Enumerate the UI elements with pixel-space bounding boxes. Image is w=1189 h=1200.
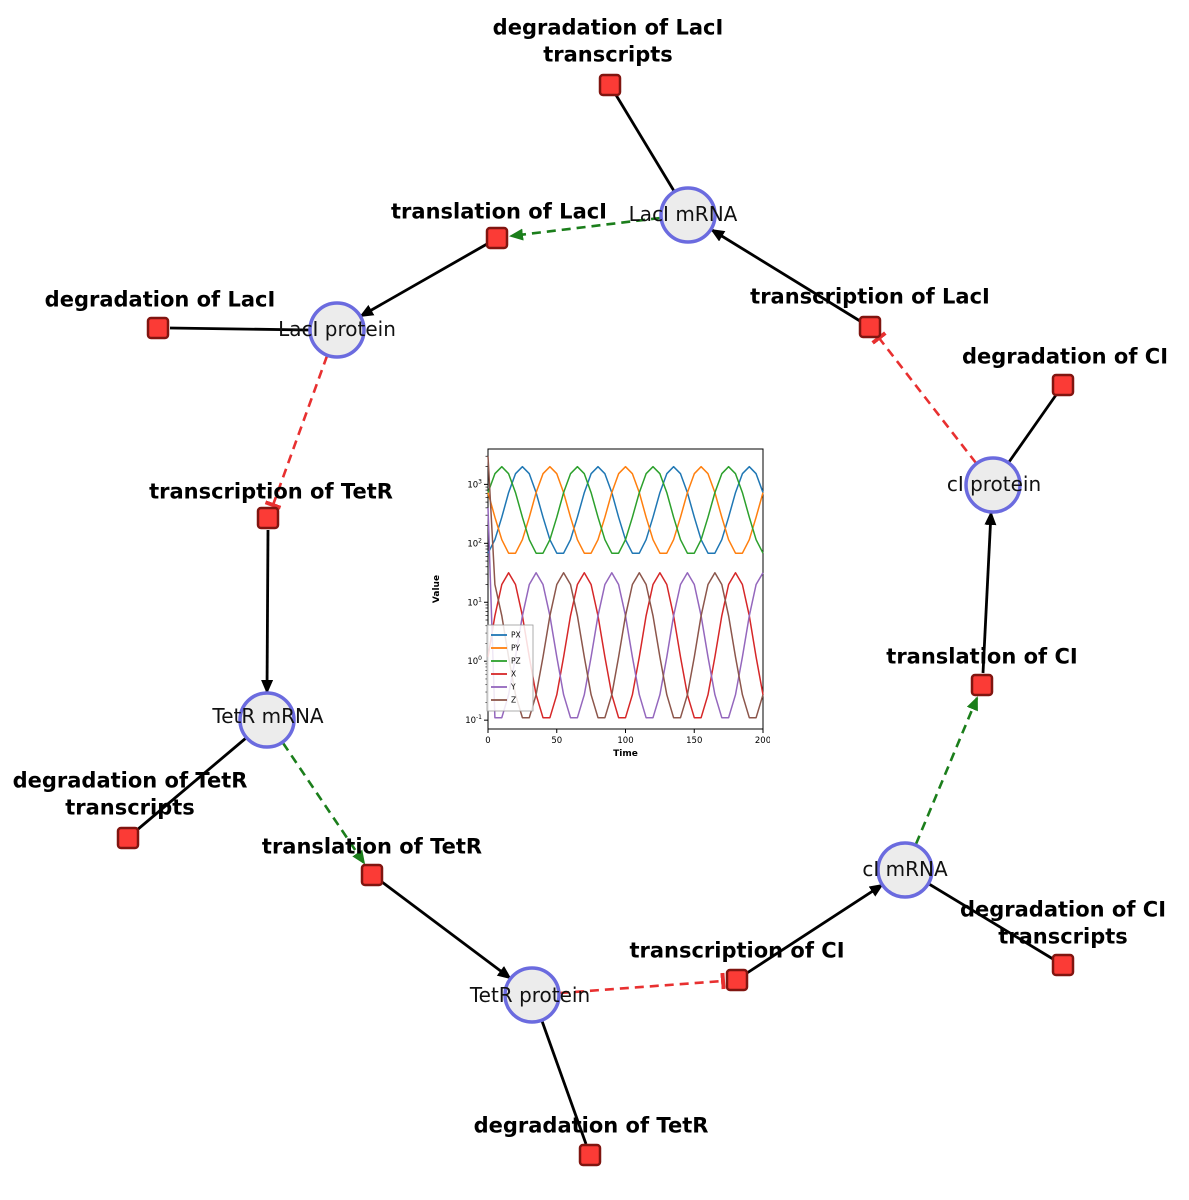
species-node-laci-mrna[interactable] <box>659 186 717 244</box>
label-line-2: transcripts <box>998 925 1128 949</box>
edge-tetr-mrna-catalyzes-translation <box>281 742 366 865</box>
reaction-node-transcription-laci[interactable] <box>858 315 882 339</box>
reaction-label-deg-ci-transcripts: degradation of CI transcripts <box>960 897 1166 952</box>
reaction-node-translation-tetr[interactable] <box>360 863 384 887</box>
reaction-label-degradation-ci: degradation of CI <box>961 344 1169 369</box>
species-node-tetr-mrna[interactable] <box>238 691 296 749</box>
edge-transcription-tetr-to-mrna <box>261 529 274 694</box>
label-line-1: degradation of LacI <box>492 15 724 40</box>
legend-label-Z: Z <box>511 696 516 705</box>
reaction-node-transcription-ci[interactable] <box>725 968 749 992</box>
x-tick-label: 150 <box>686 736 702 746</box>
reaction-node-deg-ci-transcripts[interactable] <box>1051 953 1075 977</box>
y-tick-label: 10-1 <box>465 714 482 726</box>
y-tick-label: 102 <box>467 537 482 549</box>
y-axis-label: Value <box>432 575 442 603</box>
x-tick-label: 100 <box>617 736 633 746</box>
series-X <box>487 572 764 719</box>
edge-laci-protein-inhibits-transcription-tetr <box>264 355 329 510</box>
reaction-node-degradation-tetr[interactable] <box>578 1143 602 1167</box>
y-tick-label: 101 <box>467 596 482 608</box>
edge-translation-laci-to-protein <box>359 242 488 318</box>
series-PY <box>487 465 764 554</box>
edge-tetr-protein-degradation <box>540 1020 588 1145</box>
label-line-1: degradation of CI <box>959 897 1167 922</box>
edge-ci-mrna-degradation <box>928 882 1054 961</box>
edge-ci-protein-degradation <box>1007 394 1058 463</box>
series-Z <box>487 456 764 719</box>
edge-translation-ci-to-protein <box>981 511 997 674</box>
x-tick-label: 200 <box>755 736 770 746</box>
edge-laci-mrna-catalyzes-translation <box>509 216 661 241</box>
legend-label-PX: PX <box>511 631 521 640</box>
species-label-ci-protein: cI protein <box>946 472 1042 496</box>
legend-label-X: X <box>511 670 516 679</box>
reaction-label-transcription-ci: transcription of CI <box>629 938 845 963</box>
reaction-node-deg-laci-transcripts[interactable] <box>598 73 622 97</box>
reaction-label-degradation-tetr: degradation of TetR <box>473 1113 709 1138</box>
label-line-2: transcripts <box>65 796 195 820</box>
edge-tetr-mrna-degradation <box>136 736 247 832</box>
reaction-node-deg-tetr-transcripts[interactable] <box>116 826 140 850</box>
reaction-label-translation-tetr: translation of TetR <box>261 834 483 859</box>
y-tick-label: 103 <box>467 478 482 490</box>
reaction-node-transcription-tetr[interactable] <box>256 506 280 530</box>
label-line-1: degradation of TetR <box>12 768 248 793</box>
label-line-2: transcripts <box>543 43 673 67</box>
species-label-laci-mrna: LacI mRNA <box>628 202 738 226</box>
x-axis-label: Time <box>613 749 638 759</box>
reaction-label-translation-laci: translation of LacI <box>391 199 607 224</box>
species-node-laci-protein[interactable] <box>308 301 366 359</box>
species-node-ci-protein[interactable] <box>964 456 1022 514</box>
species-node-ci-mrna[interactable] <box>876 841 934 899</box>
x-tick-label: 50 <box>551 736 562 746</box>
species-node-tetr-protein[interactable] <box>503 966 561 1024</box>
species-label-ci-mrna: cI mRNA <box>862 857 948 881</box>
reaction-label-translation-ci: translation of CI <box>886 644 1078 669</box>
species-label-tetr-protein: TetR protein <box>469 983 591 1007</box>
edge-tetr-protein-inhibits-transcription-ci <box>559 972 726 995</box>
reaction-label-deg-tetr-transcripts: degradation of TetR transcripts <box>13 768 248 823</box>
edge-transcription-ci-to-mrna <box>746 883 884 975</box>
edge-laci-mrna-degradation <box>614 94 676 192</box>
edge-ci-protein-inhibits-transcription-laci <box>871 331 978 464</box>
series-PZ <box>487 465 764 554</box>
reaction-node-degradation-ci[interactable] <box>1051 373 1075 397</box>
legend-box <box>486 624 534 712</box>
reaction-label-transcription-tetr: transcription of TetR <box>149 479 393 504</box>
reaction-node-degradation-laci[interactable] <box>146 316 170 340</box>
reaction-node-translation-laci[interactable] <box>485 226 509 250</box>
species-label-laci-protein: LacI protein <box>278 317 396 341</box>
legend-label-Y: Y <box>510 683 516 692</box>
edge-translation-tetr-to-protein <box>381 880 512 980</box>
legend-label-PZ: PZ <box>511 657 521 666</box>
edge-ci-mrna-catalyzes-translation <box>914 696 979 845</box>
x-tick-label: 0 <box>485 736 490 746</box>
reaction-node-translation-ci[interactable] <box>970 673 994 697</box>
edge-laci-protein-degradation <box>169 326 310 332</box>
y-tick-label: 100 <box>467 655 482 667</box>
reaction-label-deg-laci-transcripts: degradation of LacI transcripts <box>493 15 724 70</box>
edge-transcription-laci-to-mrna <box>710 228 861 323</box>
legend-label-PY: PY <box>511 644 520 653</box>
reaction-label-degradation-laci: degradation of LacI <box>44 287 276 312</box>
species-label-tetr-mrna: TetR mRNA <box>212 704 324 728</box>
reaction-label-transcription-laci: transcription of LacI <box>750 284 990 309</box>
